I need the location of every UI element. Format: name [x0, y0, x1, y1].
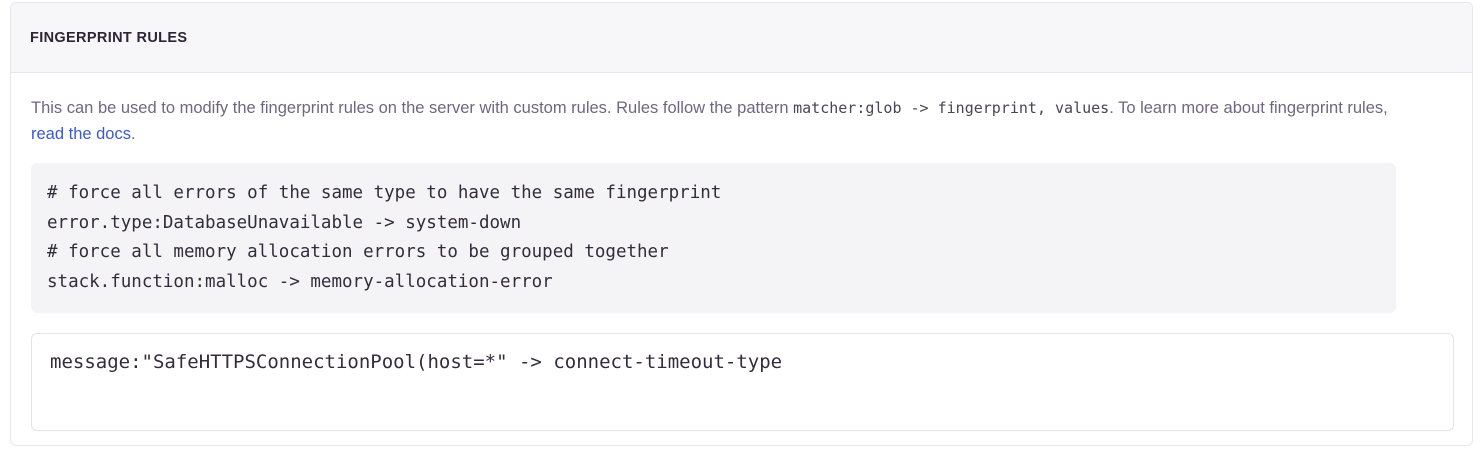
panel-body: This can be used to modify the fingerpri… — [11, 73, 1472, 431]
example-rules-code-block: # force all errors of the same type to h… — [31, 163, 1396, 313]
inline-code-pattern: matcher:glob -> fingerprint, values — [793, 99, 1110, 117]
panel-header: FINGERPRINT RULES — [11, 3, 1472, 73]
description-middle: . To learn more about fingerprint rules, — [1109, 99, 1388, 117]
page-title: FINGERPRINT RULES — [30, 29, 188, 46]
description-text: This can be used to modify the fingerpri… — [31, 95, 1391, 147]
fingerprint-rules-panel: FINGERPRINT RULES This can be used to mo… — [10, 2, 1473, 446]
description-trailing: . — [130, 125, 136, 143]
read-the-docs-link[interactable]: read the docs — [31, 125, 131, 143]
description-lead: This can be used to modify the fingerpri… — [31, 99, 794, 117]
fingerprint-rules-input[interactable] — [31, 333, 1454, 431]
